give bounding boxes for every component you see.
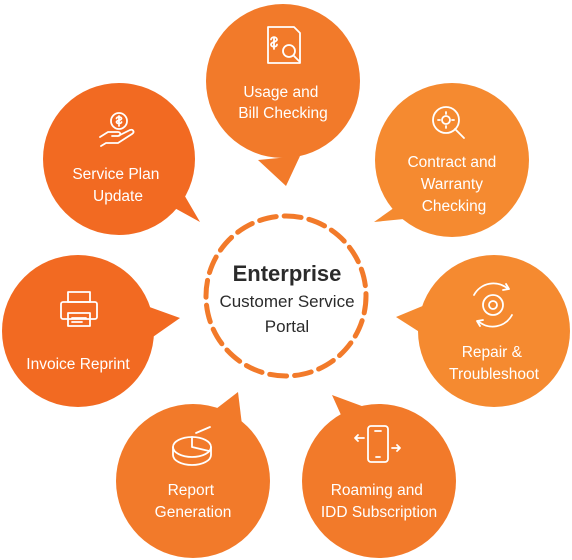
service-bubble-invoice: Invoice Reprint bbox=[2, 255, 180, 407]
service-label-contract: Contract and Warranty Checking bbox=[407, 154, 500, 215]
service-label-report: Report Generation bbox=[155, 482, 232, 521]
gear-cycle-icon bbox=[473, 282, 513, 328]
service-label-plan: Service Plan Update bbox=[72, 166, 163, 205]
phone-transfer-icon bbox=[354, 425, 401, 463]
magnifier-gear-icon bbox=[432, 106, 465, 139]
pie-chart-icon bbox=[172, 426, 212, 466]
service-label-invoice: Invoice Reprint bbox=[26, 356, 130, 373]
center-ring bbox=[203, 213, 369, 379]
hand-dollar-icon bbox=[99, 112, 135, 147]
printer-icon bbox=[60, 291, 98, 327]
service-bubble-contract: Contract and Warranty Checking bbox=[374, 83, 529, 237]
service-bubble-plan: Service Plan Update bbox=[43, 83, 200, 235]
service-bubble-repair: Repair & Troubleshoot bbox=[396, 255, 570, 407]
service-label-roaming: Roaming and IDD Subscription bbox=[321, 482, 437, 521]
service-label-repair: Repair & Troubleshoot bbox=[449, 344, 540, 383]
center-subtitle-line1: Customer Service bbox=[219, 292, 354, 311]
center-title: Enterprise bbox=[233, 261, 342, 286]
service-bubble-report: Report Generation bbox=[116, 392, 270, 558]
service-bubble-usage: Usage and Bill Checking bbox=[206, 4, 360, 186]
service-bubble-roaming: Roaming and IDD Subscription bbox=[302, 395, 456, 558]
center-subtitle-line2: Portal bbox=[265, 317, 309, 336]
document-search-icon bbox=[267, 26, 301, 64]
service-label-usage: Usage and Bill Checking bbox=[238, 84, 328, 122]
